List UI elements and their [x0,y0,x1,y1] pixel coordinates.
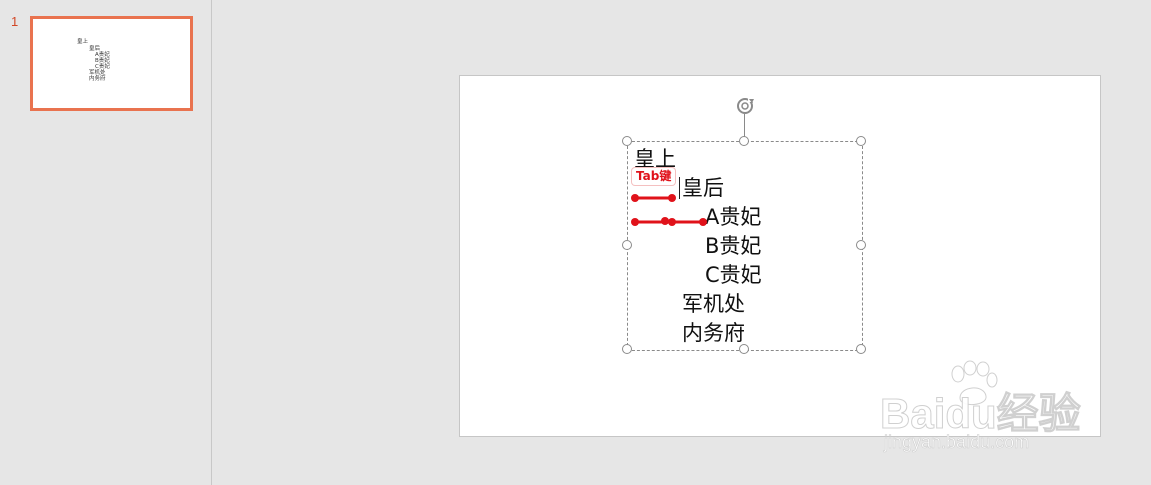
thumb-line: A贵妃 [95,52,110,58]
resize-handle-top-right[interactable] [856,136,866,146]
thumb-line: 内务府 [89,76,106,82]
rotate-icon[interactable] [733,94,757,118]
resize-handle-top-left[interactable] [622,136,632,146]
text-line-household-dept: 内务府 [682,321,745,345]
slide-thumbnail-pane: 1 皇上 皇后 A贵妃 B贵妃 C贵妃 军机处 内务府 [0,0,212,485]
resize-handle-bottom-right[interactable] [856,344,866,354]
rotation-handle-line [744,114,745,141]
tab-key-annotation: Tab键 [632,168,676,185]
text-line-grand-council: 军机处 [682,292,745,316]
resize-handle-right[interactable] [856,240,866,250]
resize-handle-bottom[interactable] [739,344,749,354]
thumb-line: 皇上 [77,39,89,45]
slide-number: 1 [11,14,19,29]
thumb-line: 皇后 [89,46,101,52]
text-line-consort-b: B贵妃 [705,234,762,258]
thumb-line: C贵妃 [95,64,110,70]
text-line-emperor: 皇上 [634,147,676,171]
text-cursor [679,177,680,199]
slide-thumbnail-1[interactable]: 皇上 皇后 A贵妃 B贵妃 C贵妃 军机处 内务府 [30,16,193,111]
resize-handle-top[interactable] [739,136,749,146]
text-line-consort-c: C贵妃 [705,263,762,287]
thumb-line: 军机处 [89,70,106,76]
resize-handle-bottom-left[interactable] [622,344,632,354]
watermark-brand: Baidu经验 [880,390,1082,438]
text-line-empress: 皇后 [682,176,724,200]
baidu-watermark: Baidu经验 jingyan.baidu.com [880,360,1090,460]
thumb-line: B贵妃 [95,58,110,64]
baidu-paw-icon [951,360,998,405]
watermark-url: jingyan.baidu.com [884,432,1030,453]
resize-handle-left[interactable] [622,240,632,250]
text-line-consort-a: A贵妃 [705,205,762,229]
